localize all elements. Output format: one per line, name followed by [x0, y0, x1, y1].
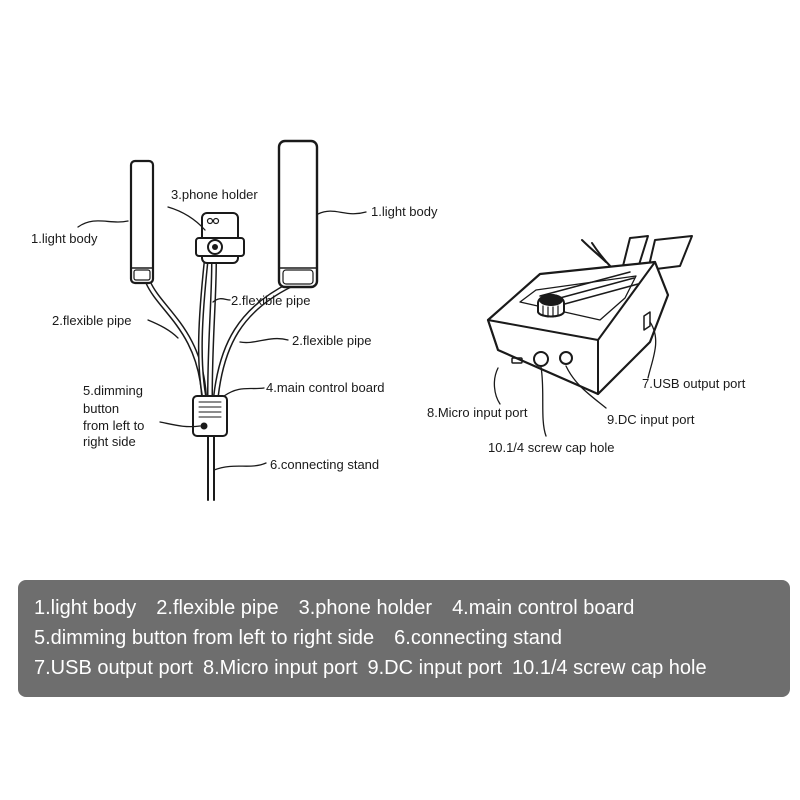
connecting-stand	[207, 435, 215, 501]
label-phone-holder: 3.phone holder	[171, 187, 258, 202]
legend-item: 6.connecting stand	[394, 627, 563, 649]
parts-legend: 1.light body 2.flexible pipe 3.phone holde…	[18, 580, 790, 697]
flexible-pipe-inner	[197, 259, 209, 399]
ports	[511, 311, 651, 367]
legend-item: 4.main control board	[452, 597, 635, 619]
label-light-body-left: 1.light body	[31, 231, 98, 246]
light-body-right	[277, 139, 319, 289]
label-usb-output-port: 7.USB output port	[642, 376, 746, 391]
legend-row-1: 1.light body 2.flexible pipe 3.phone holde…	[34, 593, 790, 623]
flexible-pipe-right	[213, 282, 293, 399]
label-dimming-button-line4: right side	[83, 434, 136, 449]
label-connecting-stand: 6.connecting stand	[270, 457, 379, 472]
product-diagram: 1.light body 3.phone holder 1.light body…	[31, 139, 746, 501]
label-main-control-board: 4.main control board	[266, 380, 385, 395]
label-flexible-pipe-left: 2.flexible pipe	[52, 313, 132, 328]
legend-item: 7.USB output port	[34, 657, 193, 679]
light-body-left	[129, 159, 155, 285]
legend-item: 8.Micro input port	[202, 657, 358, 679]
label-flexible-pipe-right: 2.flexible pipe	[292, 333, 372, 348]
flexible-pipe-left	[145, 279, 207, 399]
legend-row-2: 5.dimming button from left to right side…	[34, 623, 790, 653]
label-dimming-button-line2: button	[83, 401, 119, 416]
leader-lines-left	[77, 206, 367, 471]
phone-holder	[195, 212, 245, 264]
leader-lines-right	[493, 321, 657, 437]
label-micro-input-port: 8.Micro input port	[427, 405, 528, 420]
legend-item: 3.phone holder	[298, 597, 433, 619]
legend-item: 2.flexible pipe	[156, 597, 279, 619]
label-dimming-button-line3: from left to	[83, 418, 144, 433]
label-dimming-button-line1: 5.dimming	[83, 383, 143, 398]
legend-item: 10.1/4 screw cap hole	[512, 657, 707, 679]
legend-item: 5.dimming button from left to right side	[34, 627, 375, 649]
label-flexible-pipe-center: 2.flexible pipe	[231, 293, 311, 308]
flexible-pipe-center	[207, 259, 217, 399]
legend-item: 1.light body	[34, 597, 137, 619]
legend-item: 9.DC input port	[367, 657, 503, 679]
light-device-drawing	[77, 139, 367, 501]
box-cables	[581, 235, 693, 271]
label-screw-cap-hole: 10.1/4 screw cap hole	[488, 440, 614, 455]
label-dc-input-port: 9.DC input port	[607, 412, 695, 427]
control-box-drawing	[486, 235, 693, 437]
main-control-board	[192, 395, 228, 437]
box-body	[486, 260, 670, 396]
dimming-knob	[537, 294, 565, 318]
legend-row-3: 7.USB output port 8.Micro input port 9.DC …	[34, 653, 790, 683]
label-light-body-right: 1.light body	[371, 204, 438, 219]
